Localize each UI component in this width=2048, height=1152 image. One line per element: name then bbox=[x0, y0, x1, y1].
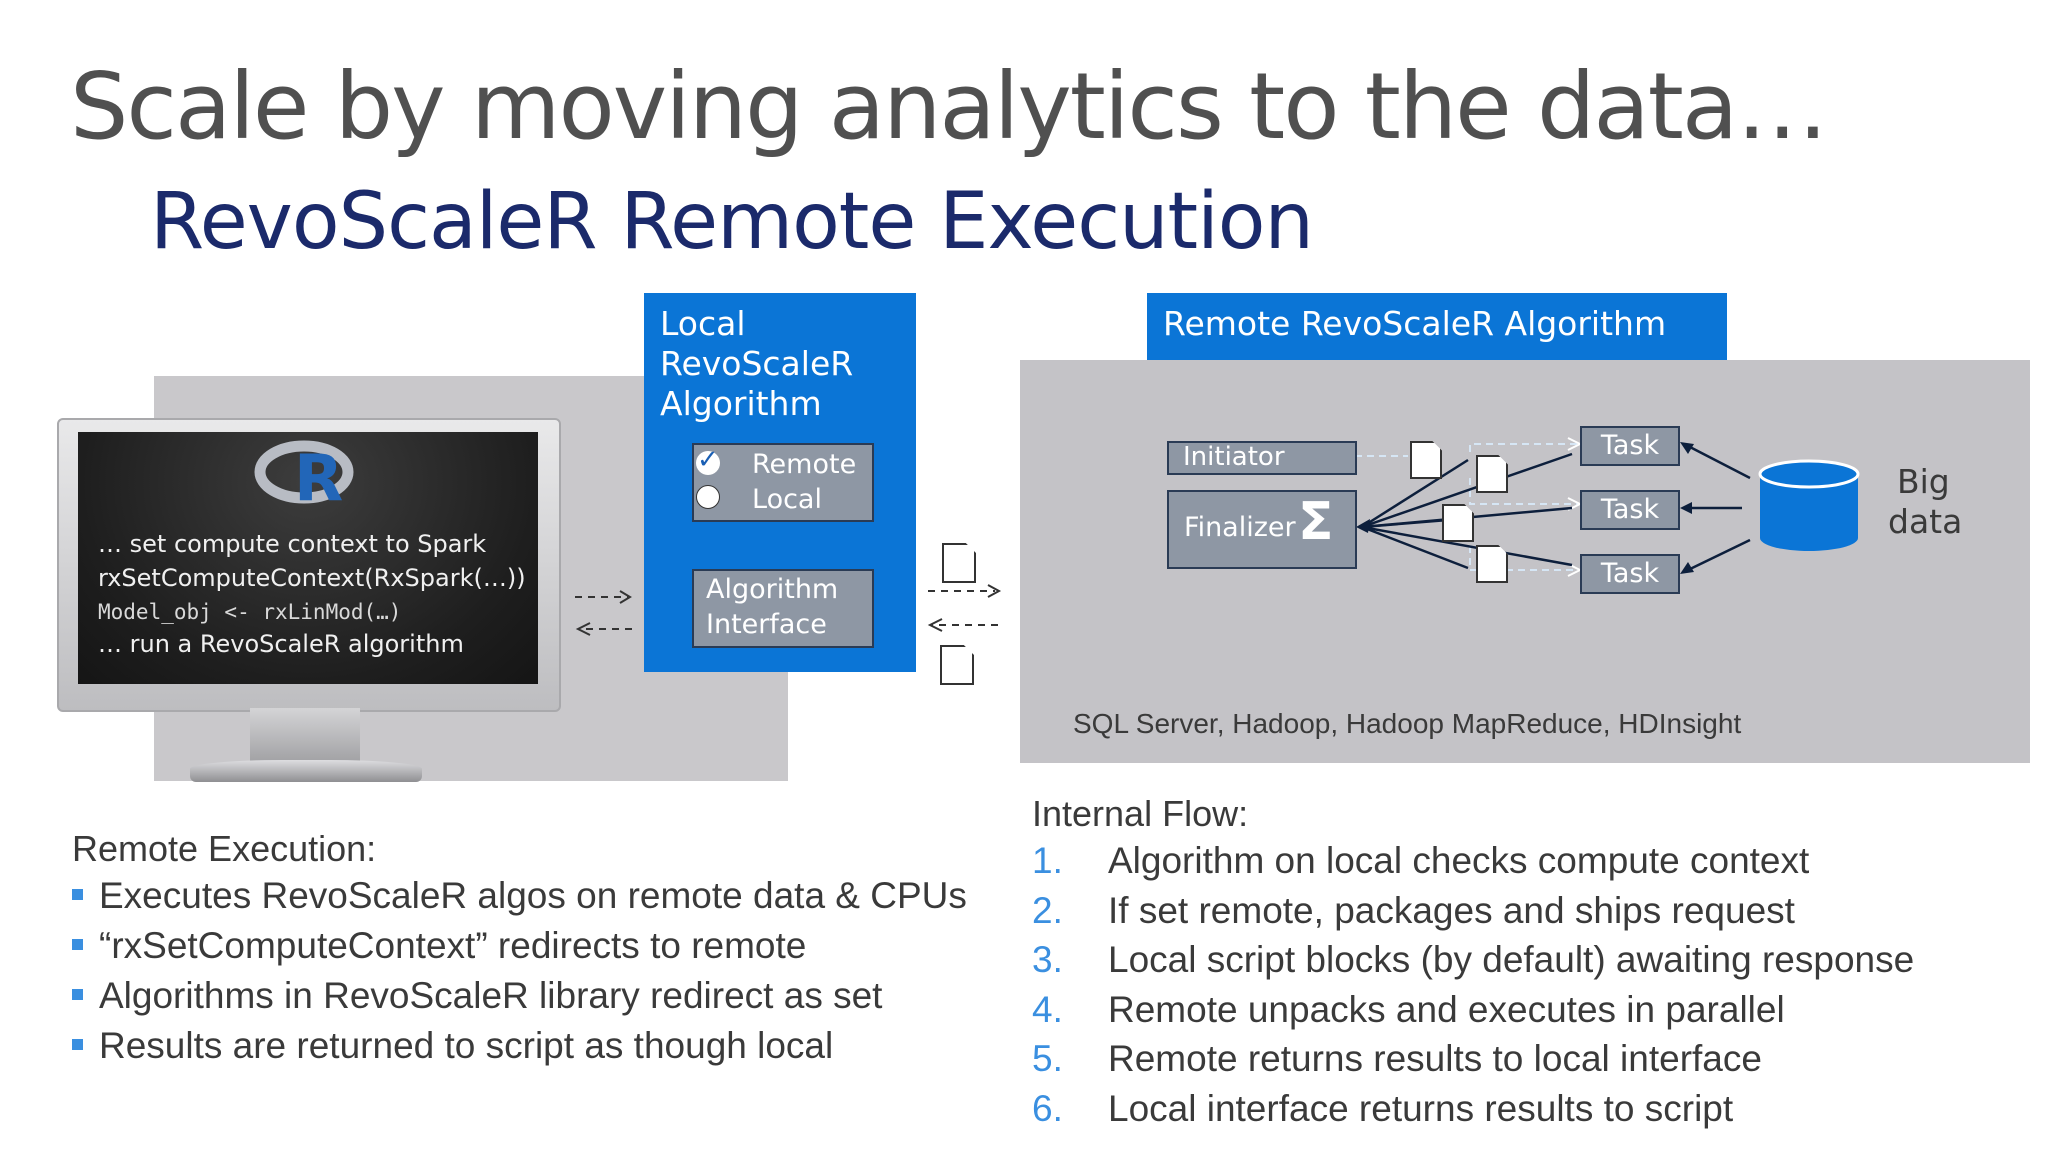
list-item: 3. Local script blocks (by default) await… bbox=[1032, 939, 1914, 989]
finalizer-label: Finalizer bbox=[1184, 512, 1296, 543]
list-number: 6. bbox=[1032, 1087, 1063, 1129]
monitor-stand-neck bbox=[250, 708, 360, 768]
list-item: 2. If set remote, packages and ships requ… bbox=[1032, 890, 1914, 940]
list-item-text: Remote unpacks and executes in parallel bbox=[1108, 988, 1785, 1030]
internal-flow-heading: Internal Flow: bbox=[1032, 793, 1249, 834]
task-document-icon bbox=[1442, 504, 1474, 542]
list-item-text: Executes RevoScaleR algos on remote data… bbox=[99, 875, 967, 916]
r-logo-letter: R bbox=[294, 442, 344, 516]
list-item: Executes RevoScaleR algos on remote data… bbox=[72, 875, 967, 925]
monitor-line-4: … run a RevoScaleR algorithm bbox=[98, 630, 464, 658]
local-box-title-2: RevoScaleR bbox=[660, 344, 854, 383]
list-item-text: Local script blocks (by default) awaitin… bbox=[1108, 939, 1915, 980]
remote-box-title: Remote RevoScaleR Algorithm bbox=[1163, 304, 1667, 343]
task-box-1: Task bbox=[1580, 426, 1680, 466]
task-document-icon bbox=[1476, 455, 1508, 493]
task-box-2: Task bbox=[1580, 490, 1680, 530]
bullet-icon bbox=[72, 938, 83, 950]
list-item: 1. Algorithm on local checks compute cont… bbox=[1032, 840, 1914, 890]
list-item: 4. Remote unpacks and executes in paralle… bbox=[1032, 989, 1914, 1039]
list-item: 6. Local interface returns results to scr… bbox=[1032, 1088, 1914, 1138]
remote-execution-list: Executes RevoScaleR algos on remote data… bbox=[72, 875, 967, 1075]
task-document-icon bbox=[1410, 441, 1442, 479]
list-item-text: Results are returned to script as though… bbox=[99, 1025, 834, 1066]
bullet-icon bbox=[72, 1038, 83, 1050]
task-document-icon bbox=[1476, 545, 1508, 583]
remote-radio[interactable] bbox=[696, 451, 720, 475]
task-box-3: Task bbox=[1580, 554, 1680, 594]
response-document-icon bbox=[940, 645, 974, 685]
list-number: 3. bbox=[1032, 939, 1063, 980]
bullet-icon bbox=[72, 988, 83, 1000]
list-item: “rxSetComputeContext” redirects to remot… bbox=[72, 925, 967, 975]
local-box-title-3: Algorithm bbox=[660, 384, 822, 423]
list-item: Algorithms in RevoScaleR library redirec… bbox=[72, 975, 967, 1025]
list-item-text: Algorithm on local checks compute contex… bbox=[1108, 840, 1810, 881]
monitor-line-3: Model_obj <- rxLinMod(…) bbox=[98, 600, 402, 624]
list-number: 4. bbox=[1032, 988, 1063, 1030]
list-item-text: Local interface returns results to scrip… bbox=[1108, 1087, 1734, 1129]
list-item-text: Remote returns results to local interfac… bbox=[1108, 1038, 1762, 1079]
algorithm-interface-label-1: Algorithm bbox=[706, 574, 839, 605]
big-data-label-2: data bbox=[1888, 502, 1963, 541]
slide-title: Scale by moving analytics to the data… bbox=[70, 53, 1828, 160]
request-document-icon bbox=[942, 543, 976, 583]
bullet-icon bbox=[72, 888, 83, 900]
remote-option-label: Remote bbox=[752, 449, 857, 480]
list-item: 5. Remote returns results to local interf… bbox=[1032, 1038, 1914, 1088]
monitor-screen bbox=[78, 432, 538, 684]
algorithm-interface-label-2: Interface bbox=[706, 609, 827, 640]
list-item-text: If set remote, packages and ships reques… bbox=[1108, 889, 1795, 931]
algorithm-interface-box bbox=[692, 569, 874, 648]
checkmark-icon: ✓ bbox=[697, 445, 719, 475]
internal-flow-list: 1. Algorithm on local checks compute cont… bbox=[1032, 840, 1914, 1137]
slide-subtitle: RevoScaleR Remote Execution bbox=[150, 177, 1314, 267]
local-box-title-1: Local bbox=[660, 304, 746, 343]
list-number: 5. bbox=[1032, 1038, 1063, 1079]
monitor-line-2: rxSetComputeContext(RxSpark(…)) bbox=[98, 564, 526, 592]
compute-context-selector bbox=[692, 443, 874, 522]
local-option-label: Local bbox=[752, 484, 822, 515]
list-item-text: Algorithms in RevoScaleR library redirec… bbox=[99, 975, 883, 1016]
platforms-label: SQL Server, Hadoop, Hadoop MapReduce, HD… bbox=[1073, 708, 1742, 739]
database-icon bbox=[1758, 459, 1860, 552]
finalizer-box bbox=[1167, 490, 1357, 569]
list-number: 1. bbox=[1032, 840, 1063, 881]
local-radio[interactable] bbox=[696, 485, 720, 509]
big-data-label-1: Big bbox=[1897, 462, 1950, 501]
list-item: Results are returned to script as though… bbox=[72, 1025, 967, 1075]
initiator-label: Initiator bbox=[1183, 442, 1285, 472]
list-number: 2. bbox=[1032, 889, 1063, 931]
list-item-text: “rxSetComputeContext” redirects to remot… bbox=[99, 925, 807, 966]
sigma-icon: Σ bbox=[1298, 492, 1334, 552]
monitor-stand-base bbox=[190, 760, 422, 782]
monitor-line-1: … set compute context to Spark bbox=[98, 530, 487, 558]
initiator-box bbox=[1167, 441, 1357, 475]
remote-execution-heading: Remote Execution: bbox=[72, 828, 377, 869]
r-logo-icon: R bbox=[254, 440, 354, 516]
